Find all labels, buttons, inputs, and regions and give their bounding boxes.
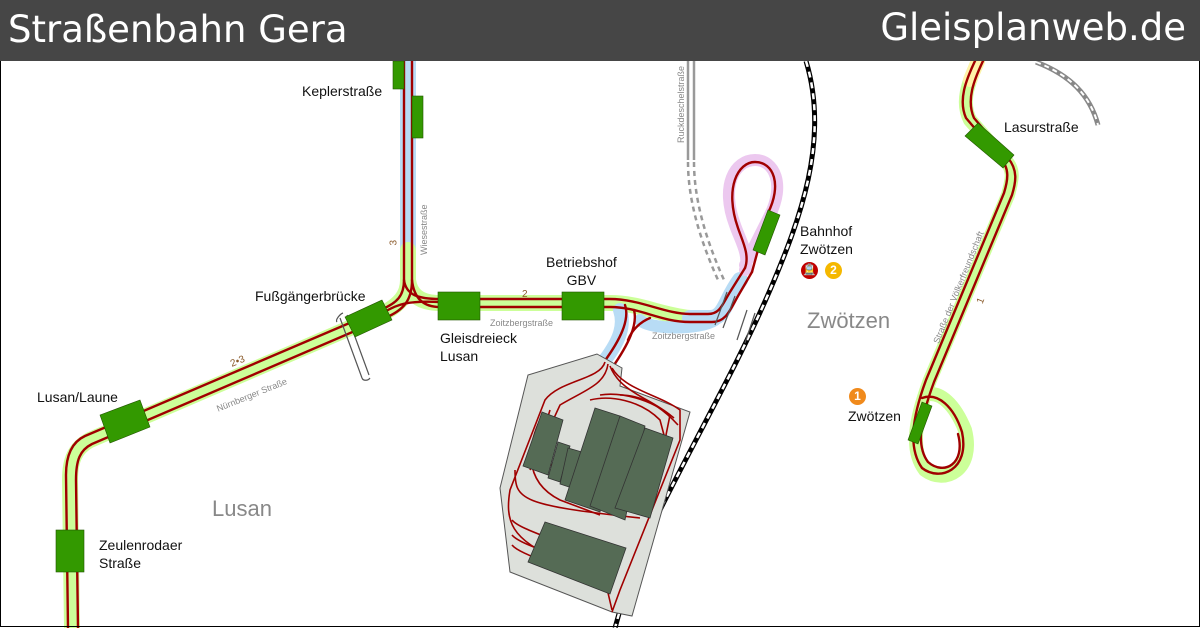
stop-label-line2: Straße [99,555,142,571]
platform-fussgaengerbruecke [344,299,393,338]
track-map [55,61,1101,628]
platform-lusan-laune [99,399,151,444]
line-number-2: 2 [522,289,528,300]
line-number-3: 3 [388,239,400,246]
ruckdeschel-tracks [686,61,726,281]
stop-label-line1: Zeulenrodaer [99,537,183,553]
platform-keplerstrasse-1 [392,61,405,90]
stop-label-line1: Bahnhof [800,223,853,239]
stop-label-keplerstrasse: Keplerstraße [302,83,383,99]
site-name[interactable]: Gleisplanweb.de [880,6,1186,49]
platform-zwoetzen [907,401,933,445]
street-wiesestrasse: Wiesestraße [419,204,429,255]
platform-gleisdreieck [437,291,481,321]
stop-label-line1: Gleisdreieck [440,330,518,346]
platform-betriebshof [561,291,605,321]
platform-bahnhof-zwoetzen [752,209,781,256]
stop-label-lasurstrasse: Lasurstraße [1004,119,1079,135]
line-2-badge: 2 [825,262,842,279]
stop-label-fussgaengerbruecke: Fußgängerbrücke [255,288,366,304]
header-bar: Straßenbahn Gera Gleisplanweb.de [0,0,1200,61]
stop-label-zwoetzen: Zwötzen [848,408,901,424]
street-ruckdeschelstrasse: Ruckdeschelstraße [676,65,686,143]
line-1-badge: 1 [849,388,866,405]
platform-keplerstrasse-2 [411,95,424,139]
stop-label-line2: Lusan [440,348,479,364]
street-zoitzbergstrasse-2: Zoitzbergstraße [652,331,716,341]
stop-label-line1: Betriebshof [546,254,617,270]
stop-label-line2: GBV [566,272,597,288]
page-title: Straßenbahn Gera [8,8,348,51]
depot [499,353,691,617]
district-zwoetzen: Zwötzen [807,308,891,333]
platforms [55,61,1015,573]
street-zoitzbergstrasse-1: Zoitzbergstraße [490,318,554,328]
stop-label-lusan-laune: Lusan/Laune [37,389,118,405]
platform-lasurstrasse [964,122,1015,169]
stop-label-line2: Zwötzen [800,241,853,257]
district-lusan: Lusan [212,496,272,521]
railway-branch [1035,61,1101,126]
platform-zeulenrodaer [55,529,85,573]
tram-icon: 🚊 [801,262,818,279]
